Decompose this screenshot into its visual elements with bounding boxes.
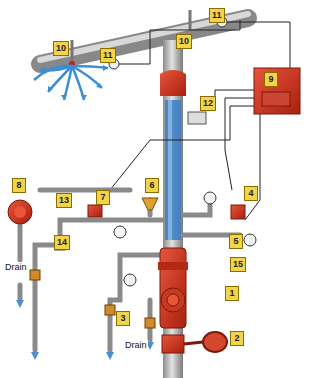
callout-number: 5 [229, 234, 243, 249]
callout-number: 2 [230, 331, 244, 346]
callout-number: 1 [225, 286, 239, 301]
callout-number: 8 [12, 178, 26, 193]
callout-number: 7 [96, 190, 110, 205]
callout-number: 12 [200, 96, 216, 111]
callout-number: 3 [116, 311, 130, 326]
callout-number: 11 [100, 48, 116, 63]
callout-number: 4 [244, 186, 258, 201]
drain-label: Drain [124, 340, 148, 351]
callout-number: 14 [54, 235, 70, 250]
drain-label: Drain [4, 262, 28, 273]
callout-number: 11 [209, 8, 225, 23]
callout-number: 9 [264, 72, 278, 87]
callout-number: 6 [145, 178, 159, 193]
callout-number: 15 [230, 257, 246, 272]
callout-number: 10 [53, 41, 69, 56]
callout-number: 13 [56, 193, 72, 208]
callout-number: 10 [176, 34, 192, 49]
